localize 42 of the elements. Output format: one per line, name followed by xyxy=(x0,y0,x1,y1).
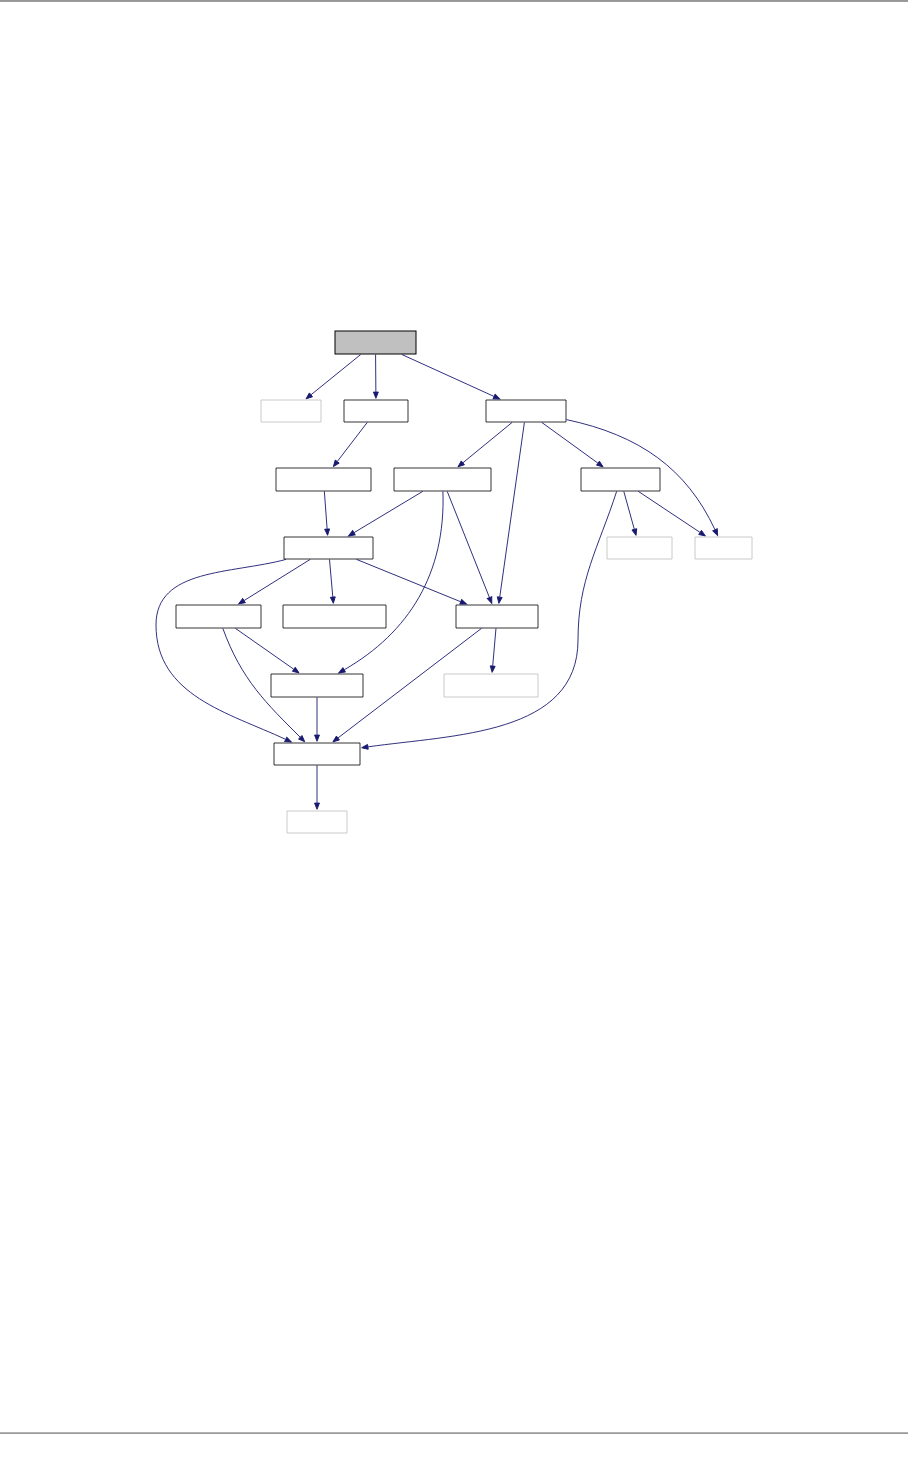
box xyxy=(270,673,364,698)
arrow xyxy=(332,627,482,743)
box xyxy=(606,536,673,560)
arrow xyxy=(565,419,719,536)
box xyxy=(443,673,539,698)
arrow xyxy=(637,490,706,537)
arrow xyxy=(338,490,444,674)
box xyxy=(275,467,372,492)
arrow xyxy=(238,558,311,605)
box xyxy=(334,330,417,355)
box xyxy=(286,810,348,834)
box xyxy=(283,536,374,560)
box xyxy=(343,399,409,423)
arrow xyxy=(329,558,336,604)
arrow xyxy=(489,627,497,673)
arrow xyxy=(235,627,300,674)
arrow xyxy=(222,627,306,743)
box xyxy=(175,604,262,629)
arrow xyxy=(401,354,501,400)
box xyxy=(485,399,567,423)
arrow xyxy=(323,490,331,536)
arrow xyxy=(457,421,513,468)
arrow xyxy=(496,421,525,604)
arrow xyxy=(305,354,362,400)
box xyxy=(694,536,753,560)
box xyxy=(393,467,492,492)
arrow xyxy=(348,490,424,537)
arrow xyxy=(623,490,638,536)
arrow xyxy=(332,421,368,468)
arrow xyxy=(314,696,320,742)
box xyxy=(273,742,361,766)
arrow xyxy=(541,421,604,468)
box xyxy=(455,604,539,629)
box xyxy=(260,399,322,423)
arrow xyxy=(361,490,618,750)
arrow xyxy=(356,558,467,605)
arrow xyxy=(372,354,379,399)
arrow xyxy=(155,558,292,743)
arrow xyxy=(446,490,493,604)
box xyxy=(580,467,661,492)
box xyxy=(282,604,387,629)
arrow xyxy=(314,764,320,810)
